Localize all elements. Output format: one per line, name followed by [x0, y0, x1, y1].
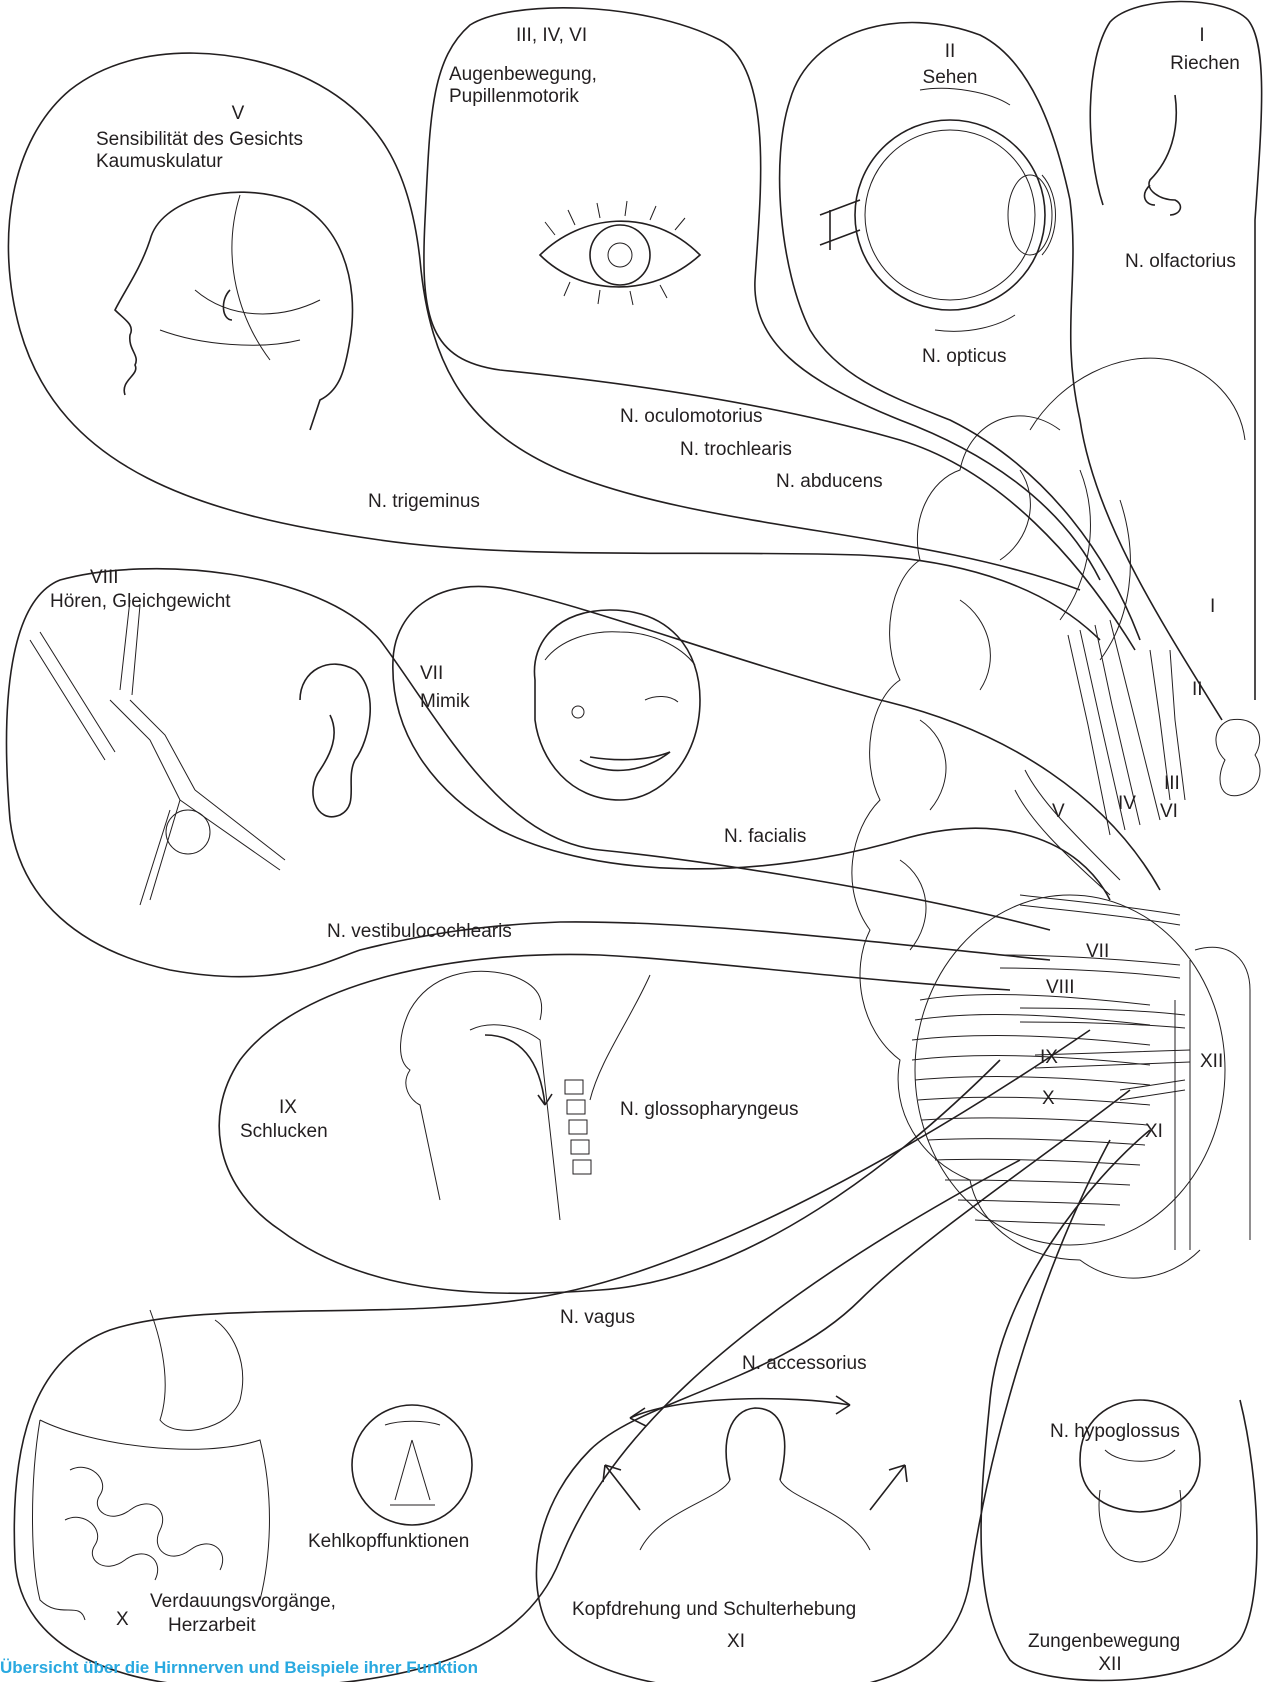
- label-XI-function: Kopfdrehung und Schulterhebung: [572, 1598, 856, 1621]
- label-vagus: N. vagus: [560, 1306, 635, 1329]
- label-III-IV-VI-numeral: III, IV, VI: [516, 24, 587, 47]
- label-I-function: Riechen: [1150, 52, 1260, 75]
- label-X-function-1: Verdauungsvorgänge,: [150, 1590, 336, 1613]
- label-abducens: N. abducens: [776, 470, 883, 493]
- bubble-accessorius: [536, 1090, 1130, 1682]
- label-XII-numeral: XII: [1070, 1653, 1150, 1676]
- label-V-function-1: Sensibilität des Gesichts: [96, 128, 303, 151]
- ear-illustration: [300, 664, 370, 817]
- brain-label-V: V: [1052, 800, 1065, 823]
- label-IX-function: Schlucken: [240, 1120, 328, 1143]
- label-hypoglossus: N. hypoglossus: [1050, 1420, 1180, 1443]
- head-profile-illustration: [115, 192, 353, 430]
- brain-label-I: I: [1210, 595, 1215, 618]
- label-III-IV-VI-function-1: Augenbewegung,: [449, 63, 597, 86]
- label-IX-numeral: IX: [258, 1096, 318, 1119]
- brain-label-VIII: VIII: [1046, 976, 1075, 999]
- label-X-numeral: X: [116, 1608, 129, 1631]
- label-II-function: Sehen: [905, 66, 995, 89]
- shoulders-rotation-illustration: [603, 1396, 907, 1550]
- brain-label-VI: VI: [1160, 800, 1178, 823]
- bubble-vestibulocochlearis: [7, 569, 1050, 977]
- nose-illustration: [1145, 95, 1181, 215]
- brain-label-VII: VII: [1086, 940, 1109, 963]
- brain-label-IX: IX: [1040, 1046, 1058, 1069]
- bubble-facialis: [393, 586, 1160, 900]
- brain-label-XII: XII: [1200, 1050, 1223, 1073]
- label-VIII-numeral: VIII: [90, 566, 119, 589]
- label-I-numeral: I: [1172, 24, 1232, 47]
- label-I-name: N. olfactorius: [1125, 250, 1236, 273]
- label-trigeminus: N. trigeminus: [368, 490, 480, 513]
- label-II-numeral: II: [920, 40, 980, 63]
- label-glossopharyngeus: N. glossopharyngeus: [620, 1098, 799, 1121]
- label-VII-numeral: VII: [420, 662, 443, 685]
- throat-swallow-illustration: [401, 971, 650, 1220]
- cartwheel-figure-illustration: [30, 600, 285, 905]
- figure-caption: Übersicht über die Hirnnerven und Beispi…: [0, 1658, 478, 1678]
- brain-label-XI: XI: [1145, 1120, 1163, 1143]
- larynx-illustration: [352, 1405, 472, 1525]
- label-facialis: N. facialis: [724, 825, 806, 848]
- label-trochlearis: N. trochlearis: [680, 438, 792, 461]
- brain-label-II: II: [1192, 678, 1203, 701]
- label-oculomotorius: N. oculomotorius: [620, 405, 763, 428]
- label-X-function-2: Herzarbeit: [168, 1614, 256, 1637]
- label-accessorius: N. accessorius: [742, 1352, 867, 1375]
- bubble-opticus: [780, 23, 1222, 720]
- eye-illustration: [540, 201, 700, 305]
- label-III-IV-VI-function-2: Pupillenmotorik: [449, 85, 579, 108]
- label-VIII-function: Hören, Gleichgewicht: [50, 590, 231, 613]
- bubble-glossopharyngeus: [219, 954, 1010, 1293]
- label-V-function-2: Kaumuskulatur: [96, 150, 223, 173]
- brain-label-III: III: [1164, 772, 1180, 795]
- label-V-numeral: V: [208, 102, 268, 125]
- brain-label-X: X: [1042, 1087, 1055, 1110]
- label-XII-function: Zungenbewegung: [1028, 1630, 1180, 1653]
- label-kehlkopf: Kehlkopffunktionen: [308, 1530, 469, 1553]
- label-XI-numeral: XI: [706, 1630, 766, 1653]
- eyeball-illustration: [820, 88, 1056, 331]
- bubble-vagus: [14, 1030, 1090, 1682]
- bubble-hypoglossus: [981, 1130, 1257, 1680]
- label-II-name: N. opticus: [922, 345, 1006, 368]
- label-VII-function: Mimik: [420, 690, 470, 713]
- brain-label-IV: IV: [1118, 792, 1136, 815]
- label-vestibulocochlearis: N. vestibulocochlearis: [327, 920, 512, 943]
